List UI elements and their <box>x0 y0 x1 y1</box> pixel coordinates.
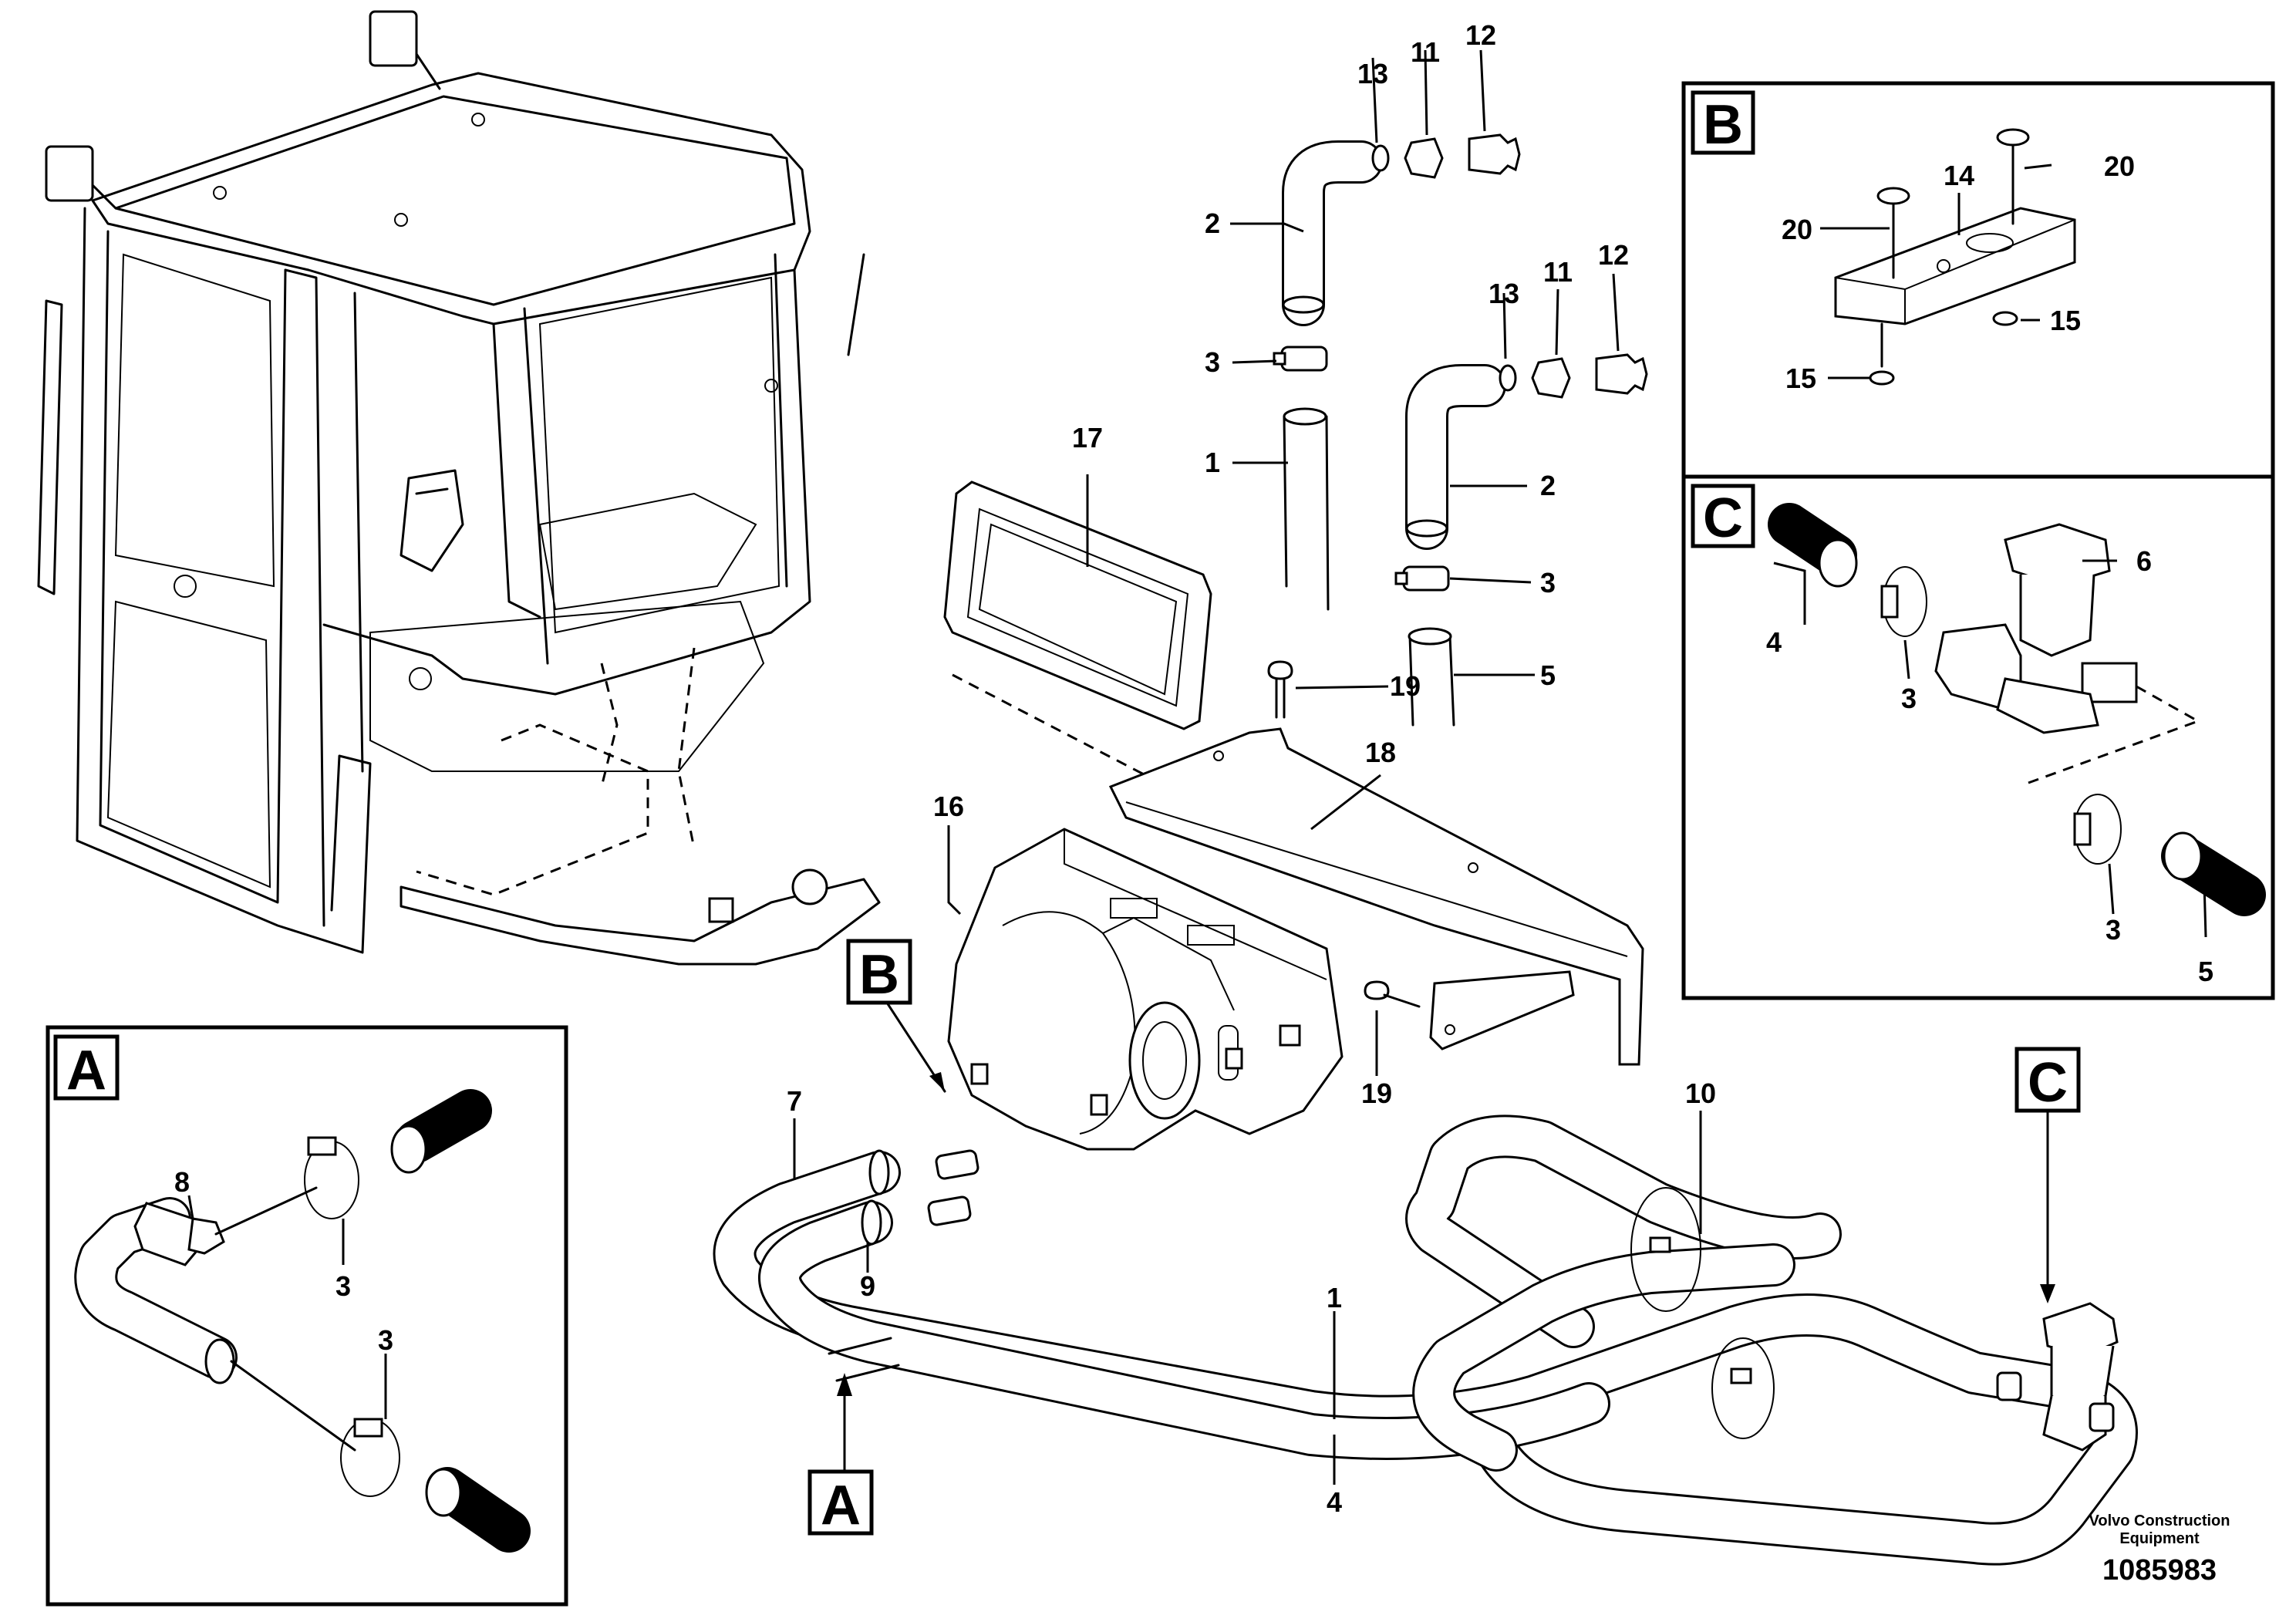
callout-16: 16 <box>933 791 964 822</box>
callout-11a: 11 <box>1411 36 1440 68</box>
bracket-18 <box>1108 727 1644 1066</box>
lower-hose-assembly <box>713 1114 2138 1566</box>
detail-a-letter: A <box>66 1040 106 1101</box>
leader-lines <box>187 49 2207 1485</box>
callout-19a: 19 <box>1390 670 1421 702</box>
callout-numbers: 2 3 1 13 11 12 13 11 12 2 3 5 17 19 18 1… <box>174 19 2213 1518</box>
callout-3e: 3 <box>335 1270 351 1302</box>
callout-15a: 15 <box>2050 305 2081 336</box>
detail-c-letter: C <box>1703 487 1743 549</box>
fitting-12b <box>1595 353 1648 395</box>
hose-clamp-3a <box>1280 346 1328 372</box>
drawing-number: 1085983 <box>2102 1554 2217 1587</box>
callout-3d: 3 <box>2106 914 2121 946</box>
callout-12a: 12 <box>1465 19 1496 51</box>
callout-13b: 13 <box>1489 278 1519 309</box>
callout-4b: 4 <box>1766 626 1782 658</box>
detail-box-b <box>1681 81 2275 479</box>
callout-5b: 5 <box>2198 956 2213 987</box>
callout-3a: 3 <box>1205 346 1220 378</box>
callout-3b: 3 <box>1540 567 1556 599</box>
hose-clamp-16a <box>935 1149 979 1180</box>
callout-19b: 19 <box>1361 1077 1392 1109</box>
pointer-c-letter: C <box>2028 1052 2068 1114</box>
callout-20a: 20 <box>2104 150 2135 182</box>
washer-13b <box>1499 364 1517 392</box>
callout-8: 8 <box>174 1166 190 1198</box>
callout-1b: 1 <box>1327 1282 1342 1313</box>
hose-clamp-16b <box>927 1195 972 1226</box>
callout-3c: 3 <box>1901 683 1917 714</box>
valve-6-installed <box>1996 1302 2119 1452</box>
callout-2b: 2 <box>1540 470 1556 501</box>
callout-15b: 15 <box>1785 363 1816 394</box>
callout-12b: 12 <box>1598 239 1629 271</box>
cab-illustration <box>37 10 881 966</box>
detail-b-letter: B <box>1703 94 1743 156</box>
callout-2a: 2 <box>1205 207 1220 239</box>
pointer-a-letter: A <box>821 1475 861 1536</box>
pointer-a <box>807 1373 874 1536</box>
detail-box-a <box>46 1025 568 1607</box>
callout-14: 14 <box>1944 160 1974 191</box>
washer-13a <box>1371 144 1390 172</box>
footer: Volvo Construction Equipment 1085983 <box>2089 1512 2230 1587</box>
fitting-12a <box>1468 133 1521 175</box>
pointer-c <box>2014 1047 2081 1303</box>
cable-tie-10b <box>1711 1337 1775 1439</box>
callout-9: 9 <box>860 1270 875 1302</box>
pointer-b <box>846 939 946 1093</box>
callout-5a: 5 <box>1540 659 1556 691</box>
callout-1a: 1 <box>1205 447 1220 478</box>
callout-13a: 13 <box>1357 58 1388 89</box>
filter-frame-17 <box>943 474 1212 730</box>
callout-11b: 11 <box>1543 256 1573 288</box>
cable-tie-10a <box>1630 1187 1701 1312</box>
callout-20b: 20 <box>1782 214 1812 245</box>
callout-4a: 4 <box>1327 1486 1342 1518</box>
company-name-line1: Volvo Construction <box>2089 1512 2230 1529</box>
company-name-line2: Equipment <box>2119 1530 2200 1547</box>
callout-6: 6 <box>2136 545 2152 577</box>
pointer-b-letter: B <box>859 944 899 1006</box>
hose-clamp-3b <box>1402 565 1450 592</box>
upper-hose-left <box>1273 133 1521 611</box>
screw-19a <box>1267 660 1293 719</box>
callout-10: 10 <box>1685 1077 1716 1109</box>
nut-11b <box>1531 357 1571 399</box>
screw-19b <box>1364 980 1421 1008</box>
nut-11a <box>1404 137 1444 179</box>
callout-18: 18 <box>1365 737 1396 768</box>
callout-7: 7 <box>787 1085 802 1117</box>
detail-letters: B C A B A C <box>66 94 2068 1536</box>
heater-unit-16 <box>947 828 1344 1151</box>
upper-hose-right <box>1394 353 1648 727</box>
callout-17: 17 <box>1072 422 1103 454</box>
detail-box-c <box>1681 474 2275 1000</box>
callout-3f: 3 <box>378 1324 393 1356</box>
